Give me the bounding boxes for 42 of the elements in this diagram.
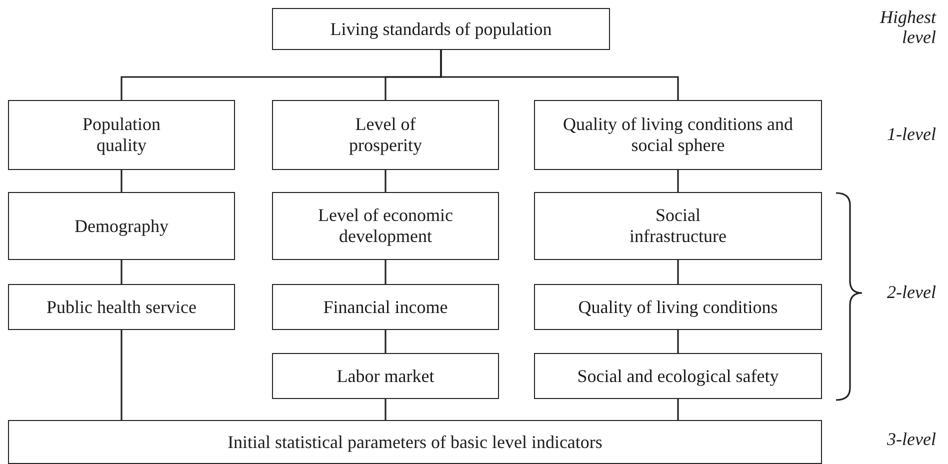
category-box: [272, 8, 610, 50]
box-label: Public health service: [46, 296, 196, 318]
category-box: [272, 284, 499, 330]
box-label: Initial statistical parameters of basic level indicators: [228, 432, 602, 452]
category-box: [272, 192, 499, 260]
category-box: [534, 100, 822, 170]
box-label: Financial income: [323, 296, 448, 318]
connector-line: [384, 330, 386, 353]
category-box: [8, 420, 822, 464]
category-box: [272, 353, 499, 399]
box-label: Living standards of population: [330, 18, 552, 40]
category-box: [534, 353, 822, 399]
level-label: Highest level: [878, 8, 936, 48]
connector-line: [677, 330, 679, 353]
level-label: 1-level: [886, 125, 936, 145]
box-label: Quality of living conditions and social sphere: [562, 114, 794, 156]
category-box: [534, 192, 822, 260]
connector-line: [120, 330, 122, 420]
category-box: [8, 192, 235, 260]
box-label: Labor market: [336, 366, 434, 386]
level-label: 3-level: [886, 430, 936, 450]
connector-line: [384, 170, 386, 192]
connector-line: [677, 399, 679, 420]
box-label: Level of economic development: [317, 205, 454, 247]
box-label: Quality of living conditions: [578, 296, 778, 318]
connector-line: [384, 399, 386, 420]
connector-line: [677, 260, 679, 284]
connector-line: [120, 260, 122, 284]
box-label: Social infrastructure: [628, 205, 728, 247]
level-label: 2-level: [886, 283, 936, 303]
connector-line: [120, 170, 122, 192]
category-box: [534, 284, 822, 330]
category-box: [8, 100, 235, 170]
category-box: [8, 284, 235, 330]
connector-line: [440, 50, 679, 100]
connector-line: [384, 260, 386, 284]
box-label: Level of prosperity: [348, 114, 423, 156]
box-label: Demography: [74, 216, 168, 236]
box-label: Social and ecological safety: [577, 366, 779, 386]
connector-line: [677, 170, 679, 192]
box-label: Population quality: [81, 114, 162, 156]
category-box: [272, 100, 499, 170]
